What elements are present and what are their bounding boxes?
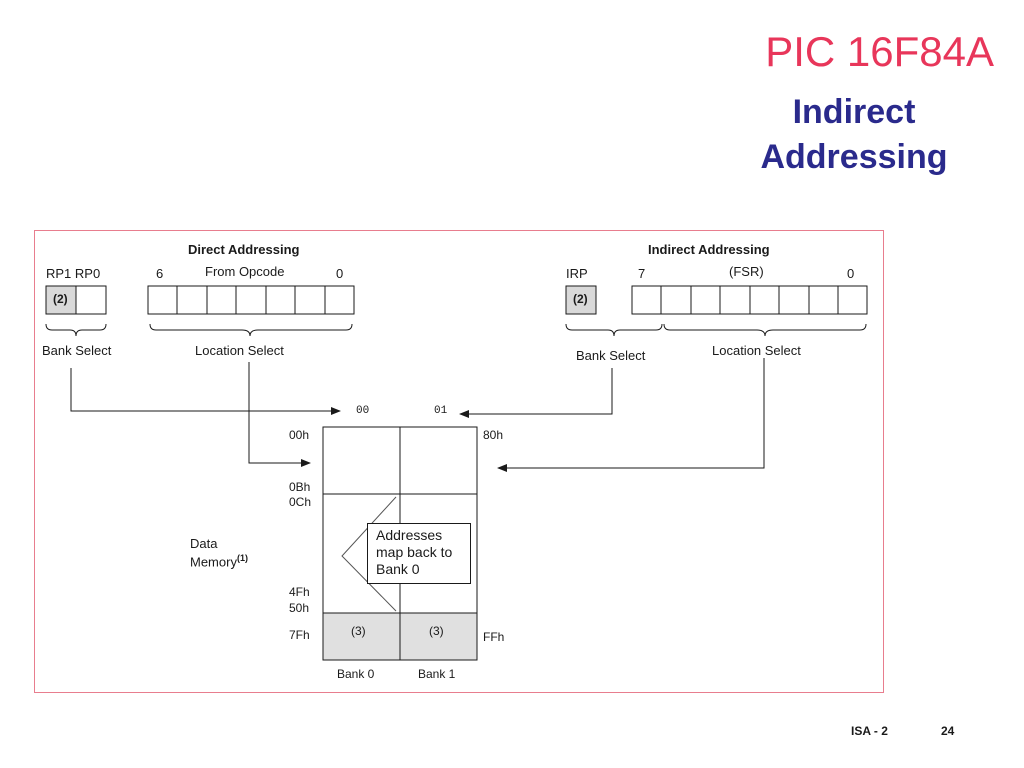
indirect-location-select-label: Location Select bbox=[712, 343, 801, 358]
indirect-bank-brace bbox=[565, 323, 663, 337]
address-0Ch: 0Ch bbox=[289, 495, 312, 509]
note-line-1: Addresses bbox=[376, 527, 443, 543]
direct-bank-register bbox=[45, 285, 107, 315]
direct-bit-high: 6 bbox=[156, 266, 164, 281]
address-7Fh: 7Fh bbox=[289, 628, 310, 642]
bank0-unimplemented-note: (3) bbox=[351, 624, 366, 638]
indirect-location-arrow bbox=[497, 358, 765, 472]
direct-bank-arrow bbox=[70, 368, 341, 415]
indirect-bank-select-label: Bank Select bbox=[576, 348, 646, 363]
indirect-bank-arrow bbox=[459, 368, 613, 418]
address-0Bh: 0Bh bbox=[289, 480, 311, 494]
bank1-unimplemented-note: (3) bbox=[429, 624, 444, 638]
direct-rp-labels: RP1 RP0 bbox=[46, 266, 101, 281]
address-FFh: FFh bbox=[483, 630, 505, 644]
data-memory-footnote-ref: (1) bbox=[236, 553, 248, 563]
direct-from-opcode-label: From Opcode bbox=[205, 264, 285, 279]
indirect-irp-register bbox=[565, 285, 597, 315]
direct-addressing-heading: Direct Addressing bbox=[188, 242, 300, 257]
slide-subtitle-line1: Indirect bbox=[792, 93, 916, 131]
indirect-reg-note: (2) bbox=[573, 292, 588, 306]
addressing-figure-frame bbox=[34, 230, 884, 693]
data-memory-label-line2: Memory(1) bbox=[190, 553, 248, 569]
direct-bit-low: 0 bbox=[336, 266, 344, 281]
address-4Fh: 4Fh bbox=[289, 585, 310, 599]
bank-code-00: 00 bbox=[356, 405, 370, 417]
memory-map bbox=[322, 426, 478, 661]
direct-bank-brace bbox=[45, 323, 107, 337]
bank0-label: Bank 0 bbox=[337, 667, 375, 681]
direct-bank-select-label: Bank Select bbox=[42, 343, 112, 358]
note-line-2: map back to bbox=[376, 544, 453, 560]
address-80h: 80h bbox=[483, 428, 504, 442]
footer-slide-label: ISA - 2 bbox=[851, 724, 888, 738]
indirect-fsr-label: (FSR) bbox=[729, 264, 764, 279]
direct-opcode-field bbox=[147, 285, 355, 315]
note-line-3: Bank 0 bbox=[376, 561, 420, 577]
address-50h: 50h bbox=[289, 601, 310, 615]
addresses-map-back-note: Addresses map back to Bank 0 bbox=[367, 523, 471, 584]
indirect-location-brace bbox=[663, 323, 867, 337]
slide-title: PIC 16F84A bbox=[765, 28, 994, 75]
bank-code-01: 01 bbox=[434, 405, 448, 417]
direct-reg-note: (2) bbox=[53, 292, 68, 306]
direct-location-arrow bbox=[248, 362, 311, 467]
indirect-addressing-heading: Indirect Addressing bbox=[648, 242, 770, 257]
data-memory-label: Data bbox=[190, 536, 218, 551]
indirect-irp-label: IRP bbox=[566, 266, 588, 281]
indirect-bit-low: 0 bbox=[847, 266, 855, 281]
slide-subtitle-line2: Addressing bbox=[760, 138, 948, 176]
direct-location-select-label: Location Select bbox=[195, 343, 284, 358]
indirect-bit-high: 7 bbox=[638, 266, 646, 281]
indirect-fsr-field bbox=[631, 285, 868, 315]
footer-page-number: 24 bbox=[941, 724, 955, 738]
address-00h: 00h bbox=[289, 428, 310, 442]
direct-location-brace bbox=[149, 323, 353, 337]
data-memory-label-text: Memory bbox=[190, 554, 237, 570]
bank1-label: Bank 1 bbox=[418, 667, 456, 681]
